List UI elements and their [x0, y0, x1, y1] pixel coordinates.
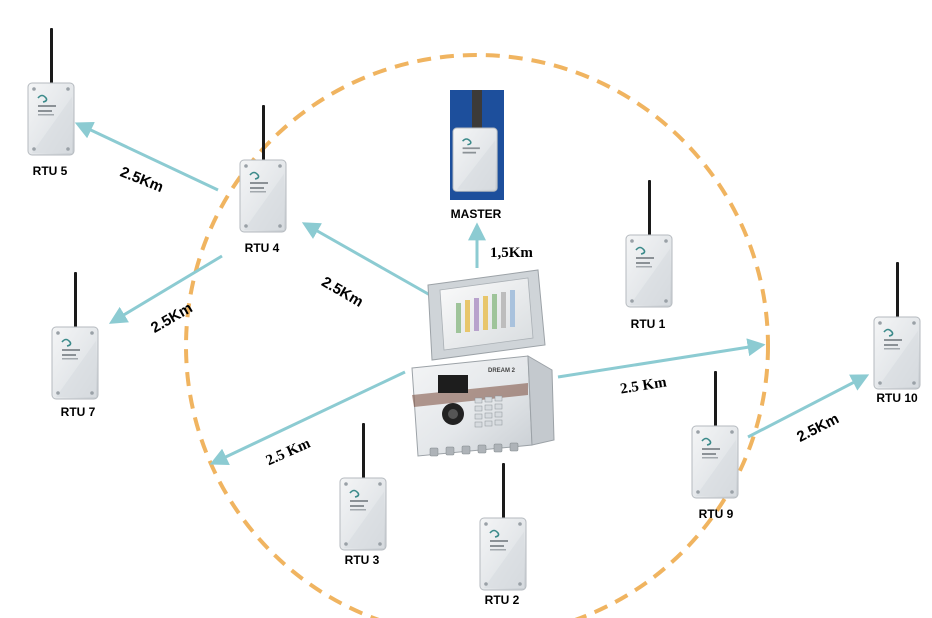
- master-antenna-icon: [472, 90, 482, 134]
- rtu3-device[interactable]: [339, 422, 387, 551]
- rtu2-label: RTU 2: [485, 593, 520, 607]
- rtu9-label: RTU 9: [699, 507, 734, 521]
- arrow-center-to-right: [557, 338, 766, 379]
- screen-bars: [456, 290, 515, 333]
- distance-label-rtu4: 2.5Km: [319, 273, 366, 310]
- keypad-icon[interactable]: [474, 395, 503, 428]
- link-arrows: [74, 121, 870, 465]
- rtu10-device[interactable]: [873, 261, 921, 390]
- distance-label-rtu10: 2.5Km: [794, 410, 842, 446]
- distance-label-master: 1,5Km: [490, 245, 533, 261]
- controller-model-label: DREAM 2: [488, 368, 516, 374]
- cable-glands: [429, 442, 519, 457]
- distance-label-rtu5: 2.5Km: [118, 164, 166, 197]
- arrow-rtu4-to-rtu5: [74, 121, 219, 192]
- rtu4-device[interactable]: [239, 104, 287, 233]
- rtu1-label: RTU 1: [631, 317, 666, 331]
- rtu4-label: RTU 4: [245, 241, 280, 255]
- rtu5-device[interactable]: [27, 27, 75, 156]
- controller-stripe: [412, 383, 528, 407]
- rtu7-label: RTU 7: [61, 405, 96, 419]
- master-device[interactable]: [450, 90, 504, 200]
- arrow-rtu9-to-rtu10: [747, 374, 870, 439]
- arrow-center-to-left: [209, 370, 406, 465]
- rtu7-device[interactable]: [51, 271, 99, 400]
- arrow-center-to-rtu4: [301, 222, 431, 297]
- distance-label-left: 2.5 Km: [264, 435, 314, 469]
- rtu2-device[interactable]: [479, 462, 527, 591]
- arrow-rtu4-to-rtu7: [108, 254, 223, 324]
- master-label: MASTER: [451, 207, 502, 221]
- controller-side: [527, 355, 555, 446]
- rtu3-label: RTU 3: [345, 553, 380, 567]
- central-controller[interactable]: DREAM 2: [411, 269, 555, 457]
- distance-label-right: 2.5 Km: [619, 374, 668, 397]
- rtu10-label: RTU 10: [876, 391, 918, 405]
- rtu5-label: RTU 5: [33, 164, 68, 178]
- coverage-ring: [184, 53, 770, 618]
- controller-display: [438, 375, 468, 393]
- rtu9-device[interactable]: [691, 370, 739, 499]
- rtu1-device[interactable]: [625, 179, 673, 308]
